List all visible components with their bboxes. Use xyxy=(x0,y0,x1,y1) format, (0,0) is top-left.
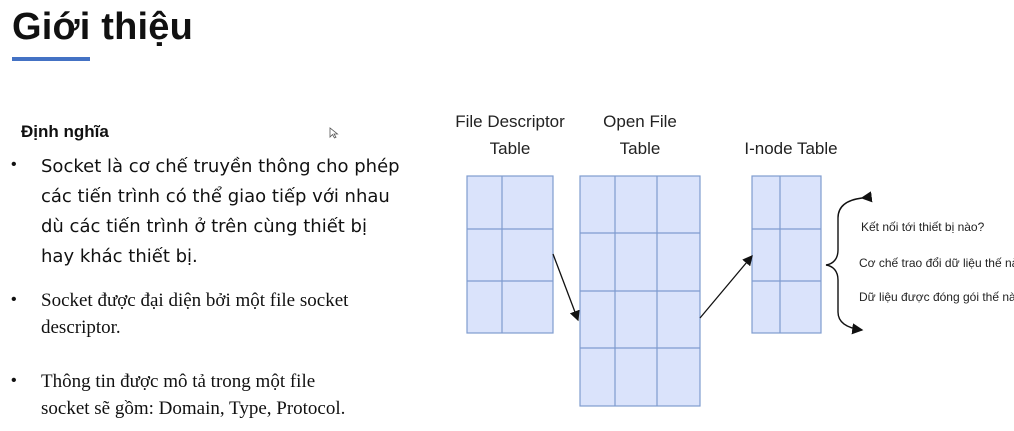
curly-brace-icon xyxy=(825,191,873,335)
bullet-text-3: Thông tin được mô tả trong một file sock… xyxy=(41,371,346,419)
bullet-item-3: • Thông tin được mô tả trong một file so… xyxy=(11,368,421,422)
question-packaging: Dữ liệu được đóng gói thế nào? xyxy=(859,290,1014,304)
open-file-to-inode-arrow xyxy=(699,255,753,319)
bullet-text-2: Socket được đại diện bởi một file socket… xyxy=(41,290,349,338)
fd-to-open-file-arrow xyxy=(552,253,580,322)
fd-table-label-line2: Table xyxy=(490,139,531,158)
bullet-symbol: • xyxy=(11,372,17,389)
inode-table-label: I-node Table xyxy=(744,139,837,158)
open-file-table-grid xyxy=(579,175,701,407)
question-device: Kết nối tới thiết bị nào? xyxy=(861,220,985,234)
section-subtitle: Định nghĩa xyxy=(21,122,109,141)
inode-table-grid xyxy=(751,175,822,334)
mouse-cursor-icon xyxy=(329,127,339,139)
bullet-item-1: • Socket là cơ chế truyền thông cho phép… xyxy=(11,152,421,272)
open-file-table-label-line2: Table xyxy=(620,139,661,158)
fd-table-grid xyxy=(466,175,554,334)
slide-title: Giới thiệu xyxy=(12,6,194,48)
bullet-symbol: • xyxy=(11,156,17,173)
bullet-symbol: • xyxy=(11,291,17,308)
question-exchange: Cơ chế trao đổi dữ liệu thế nào? xyxy=(859,256,1014,270)
open-file-table-label-line1: Open File xyxy=(603,112,677,131)
fd-table-label-line1: File Descriptor xyxy=(455,112,565,131)
bullet-text-1: Socket là cơ chế truyền thông cho phép c… xyxy=(41,156,400,267)
bullet-item-2: • Socket được đại diện bởi một file sock… xyxy=(11,287,421,341)
title-underline xyxy=(12,57,90,61)
